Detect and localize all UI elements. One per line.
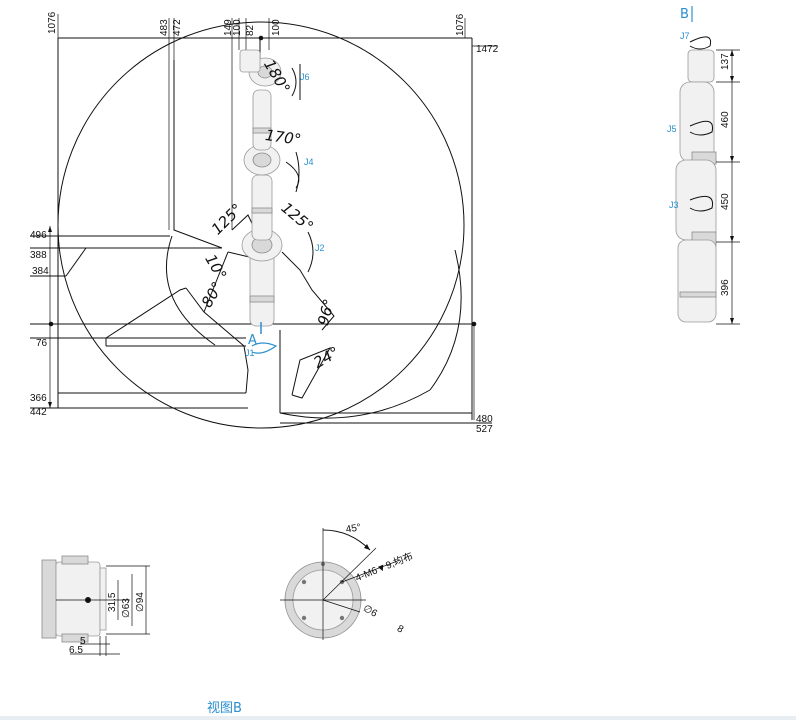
dim-5: 5: [80, 636, 86, 647]
dim-137: 137: [720, 53, 731, 70]
dim-d63: ∅63: [121, 598, 132, 618]
dim-1076-right: 1076: [455, 13, 466, 36]
top-dimension-labels: 1076 483 472 149 100 82 100 1076 1472: [47, 11, 499, 55]
flange-angle-45: 45°: [345, 522, 362, 535]
angle-label-j4: 170°: [264, 126, 302, 149]
dim-366: 366: [30, 393, 47, 404]
dim-100-b: 100: [271, 19, 282, 36]
dim-6-5: 6.5: [69, 645, 83, 656]
angle-label-j3-left: 125°: [208, 200, 246, 238]
joint-label-j2: J2: [315, 243, 325, 253]
dim-149: 149: [223, 19, 234, 36]
joint-label-j5: J5: [667, 124, 677, 134]
dim-480: 480: [476, 414, 493, 425]
joint-label-j7: J7: [680, 31, 690, 41]
dim-442: 442: [30, 407, 47, 418]
dim-384: 384: [32, 266, 49, 277]
dim-100-a: 100: [232, 19, 243, 36]
view-b-label: 视图B: [207, 701, 242, 716]
joint-label-j1: J1: [245, 348, 255, 358]
dim-1472: 1472: [476, 44, 499, 55]
robot-arm-side: [239, 49, 283, 327]
footer-strip: [0, 716, 796, 720]
side-view: [30, 14, 498, 429]
flange-hole-note: 4-M6▼9,均布: [354, 550, 415, 584]
joint-label-j4: J4: [304, 157, 314, 167]
dim-82: 82: [245, 24, 256, 36]
front-view: B J7 J5 J3 137 460 450 396: [667, 6, 740, 325]
joint-label-j3: J3: [669, 200, 679, 210]
dim-496: 496: [30, 230, 47, 241]
dim-396: 396: [720, 279, 731, 296]
flange-side-view: 31.5 ∅63 ∅94 5 6.5: [41, 555, 150, 656]
dim-460: 460: [720, 111, 731, 128]
angle-label-j2-inner: 10°: [201, 251, 230, 283]
joint-arcs-side: [251, 64, 314, 354]
dim-76: 76: [36, 338, 48, 349]
dim-31-5: 31.5: [107, 592, 118, 612]
angle-label-j2-right: 96°: [314, 297, 338, 327]
dim-450: 450: [720, 193, 731, 210]
flange-face-view: 45° 4-M6▼9,均布 ∅6 8: [280, 522, 415, 640]
joint-label-j6: J6: [300, 72, 310, 82]
dim-483: 483: [159, 19, 170, 36]
joint-labels-side: J6 J4 J2 J1 A: [245, 72, 325, 358]
dim-d94: ∅94: [135, 592, 146, 612]
view-marker-b: B: [680, 7, 689, 22]
flange-pin-note: ∅6: [361, 603, 379, 620]
angle-label-j1: 24°: [310, 343, 342, 372]
dim-527: 527: [476, 424, 493, 435]
flange-pin-depth: 8: [395, 623, 406, 636]
left-dimension-labels: 496 388 384 76 366 442 480 527: [30, 230, 493, 435]
dim-472: 472: [172, 19, 183, 36]
dim-388: 388: [30, 250, 47, 261]
dim-1076-left: 1076: [47, 11, 58, 34]
angle-label-j3-right: 125°: [278, 199, 317, 236]
angle-label-j2-left: 80°: [198, 279, 227, 311]
view-marker-a: A: [248, 333, 257, 348]
